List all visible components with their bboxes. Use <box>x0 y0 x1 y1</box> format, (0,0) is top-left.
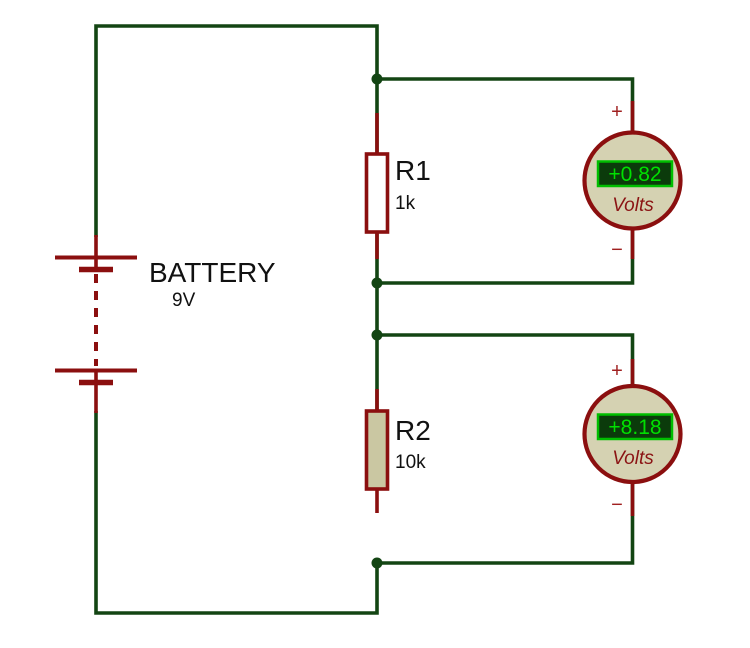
voltmeter1-unit-label: Volts <box>612 195 654 216</box>
voltmeter1-display <box>596 160 674 188</box>
voltmeter1-minus-sign: − <box>611 239 623 261</box>
wire-voltmeter2-top-branch[interactable] <box>377 333 635 386</box>
resistor-r2[interactable]: R2 10k <box>364 409 431 491</box>
wire-battery-bottom-rail[interactable] <box>94 411 379 615</box>
resistor-r2-ref-label: R2 <box>395 415 431 446</box>
junction-dot <box>371 73 383 85</box>
battery-symbol[interactable]: BATTERY 9V <box>55 255 276 386</box>
wire-voltmeter1-bottom-branch[interactable] <box>377 228 635 285</box>
voltmeter-1[interactable]: + +0.82 Volts − <box>582 101 683 261</box>
resistor-r1-value-label: 1k <box>395 193 416 214</box>
resistor-r1[interactable]: R1 1k <box>364 152 431 234</box>
wire-net <box>94 24 635 615</box>
battery-ref-label: BATTERY <box>149 257 276 288</box>
junction-dot <box>371 557 383 569</box>
voltmeter2-plus-sign: + <box>611 360 623 382</box>
battery-value-label: 9V <box>172 290 196 311</box>
component-pins <box>94 101 635 516</box>
voltmeter-2[interactable]: + +8.18 Volts − <box>582 360 683 516</box>
wire-battery-top-rail[interactable] <box>94 24 379 237</box>
voltmeter2-unit-label: Volts <box>612 448 654 469</box>
junction-dot <box>371 329 383 341</box>
voltmeter1-reading: +0.82 <box>608 163 661 186</box>
resistor-r1-ref-label: R1 <box>395 155 431 186</box>
voltmeter2-reading: +8.18 <box>608 416 661 439</box>
junction-dot <box>371 277 383 289</box>
resistor-r2-body[interactable] <box>364 409 390 491</box>
voltmeter1-plus-sign: + <box>611 101 623 123</box>
wire-voltmeter1-top-branch[interactable] <box>377 77 635 133</box>
resistor-r1-body[interactable] <box>364 152 390 234</box>
resistor-r2-value-label: 10k <box>395 452 426 473</box>
voltmeter2-minus-sign: − <box>611 494 623 516</box>
wire-voltmeter2-bottom-branch[interactable] <box>377 482 635 565</box>
junction-dots <box>371 73 383 569</box>
voltmeter2-display <box>596 413 674 441</box>
